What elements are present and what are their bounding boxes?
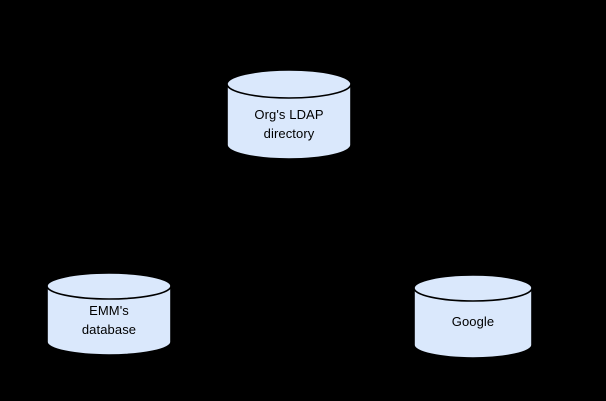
database-node-google[interactable]: Google (413, 275, 533, 358)
cylinder-shape-icon (413, 275, 533, 358)
cylinder-shape-icon (46, 272, 172, 356)
database-node-emm[interactable]: EMM's database (46, 272, 172, 356)
database-node-ldap[interactable]: Org's LDAP directory (226, 69, 352, 160)
cylinder-shape-icon (226, 69, 352, 160)
